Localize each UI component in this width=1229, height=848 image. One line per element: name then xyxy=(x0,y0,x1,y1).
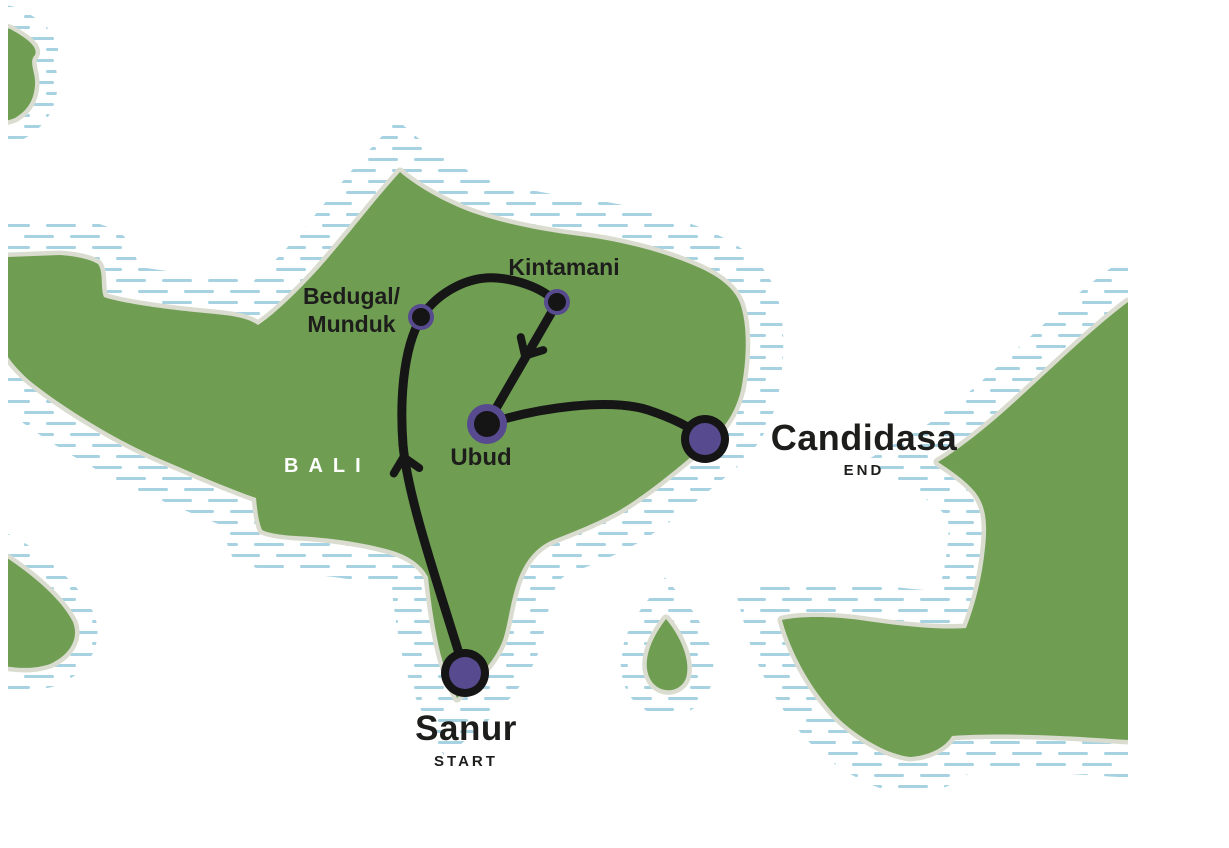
sanur-marker xyxy=(441,649,489,697)
bedugal-label: Bedugal/ Munduk xyxy=(270,282,433,338)
teardrop-islet xyxy=(642,614,692,695)
ubud-marker xyxy=(467,404,507,444)
candidasa-marker xyxy=(681,415,729,463)
ubud-label: Ubud xyxy=(450,444,512,471)
northwest-islet xyxy=(8,23,41,125)
kintamani-marker xyxy=(544,289,570,315)
region-label: BALI xyxy=(284,455,371,477)
sanur-label: Sanur xyxy=(415,709,517,748)
route-segment-bedugal-kintamani xyxy=(416,273,562,322)
sanur-sublabel: START xyxy=(434,753,498,770)
kintamani-label: Kintamani xyxy=(508,254,620,280)
candidasa-label: Candidasa xyxy=(770,417,958,458)
bedugal-label-line1: Bedugal/ xyxy=(302,283,401,309)
stop-markers xyxy=(408,289,729,697)
east-island xyxy=(777,297,1128,762)
bedugal-label-line2: Munduk xyxy=(307,311,396,337)
candidasa-label-block: Candidasa END xyxy=(748,416,980,480)
route-arrow-down-icon xyxy=(516,333,548,360)
southwest-islet xyxy=(8,553,80,673)
route-segment-kintamani-ubud xyxy=(482,298,562,429)
sanur-label-block: Sanur START xyxy=(366,708,566,771)
candidasa-sublabel: END xyxy=(843,462,885,480)
bedugal-marker xyxy=(408,304,434,330)
route-arrow-up-icon xyxy=(389,453,424,478)
